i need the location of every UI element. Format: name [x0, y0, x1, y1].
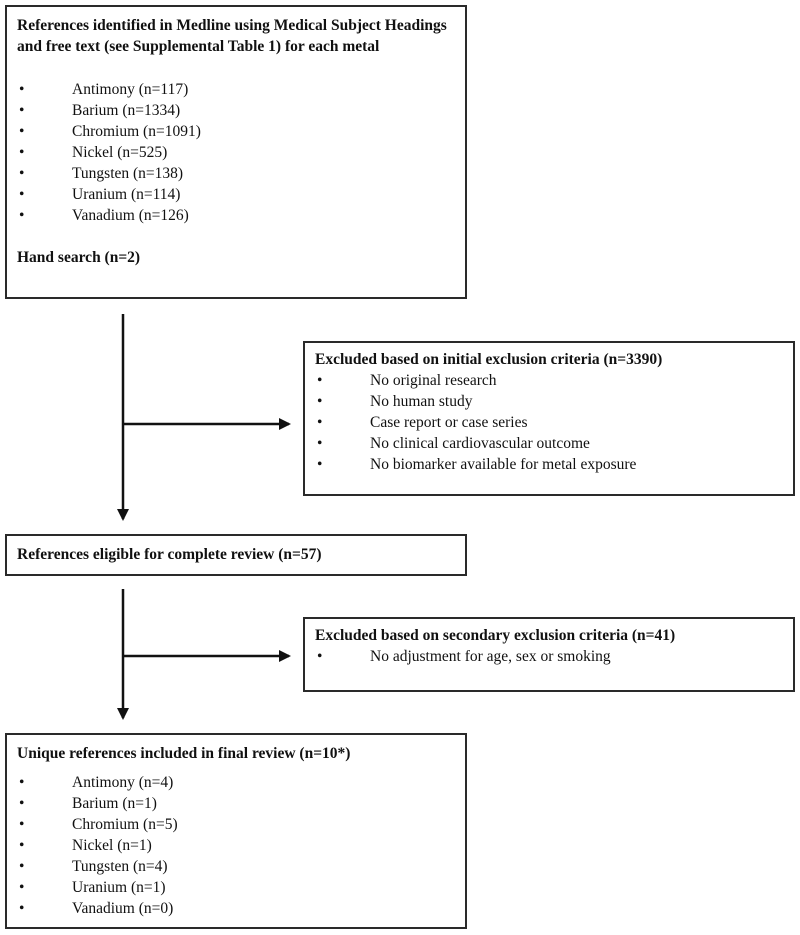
bullet-icon: •	[317, 648, 323, 665]
bullet-icon: •	[19, 900, 25, 917]
list-item: •Antimony (n=4)	[19, 774, 174, 791]
list-item: •Barium (n=1334)	[19, 102, 181, 119]
bullet-icon: •	[19, 816, 25, 833]
bullet-icon: •	[19, 123, 25, 140]
bullet-icon: •	[19, 774, 25, 791]
secondary-exclusion-list: •No adjustment for age, sex or smoking	[315, 646, 783, 667]
list-item: •Tungsten (n=138)	[19, 165, 184, 182]
list-item: •Chromium (n=5)	[19, 816, 178, 833]
bullet-icon: •	[317, 435, 323, 452]
initial-exclusion-title: Excluded based on initial exclusion crit…	[315, 351, 663, 368]
list-item: •Vanadium (n=126)	[19, 207, 189, 224]
list-item: •Uranium (n=1)	[19, 879, 166, 896]
secondary-exclusion-box: Excluded based on secondary exclusion cr…	[303, 617, 795, 692]
final-review-box: Unique references included in final revi…	[5, 733, 467, 929]
final-metal-list: •Antimony (n=4) •Barium (n=1) •Chromium …	[17, 772, 455, 919]
list-item: •Tungsten (n=4)	[19, 858, 168, 875]
bullet-icon: •	[317, 393, 323, 410]
bullet-icon: •	[19, 858, 25, 875]
bullet-icon: •	[19, 207, 25, 224]
list-item: •Antimony (n=117)	[19, 81, 189, 98]
bullet-icon: •	[19, 81, 25, 98]
hand-search-label: Hand search (n=2)	[17, 249, 141, 266]
initial-exclusion-list: •No original research •No human study •C…	[315, 370, 783, 475]
bullet-icon: •	[19, 795, 25, 812]
bullet-icon: •	[19, 102, 25, 119]
eligible-references-box: References eligible for complete review …	[5, 534, 467, 576]
list-item: •Case report or case series	[317, 414, 528, 431]
bullet-icon: •	[19, 165, 25, 182]
list-item: •Nickel (n=525)	[19, 144, 168, 161]
list-item: •No clinical cardiovascular outcome	[317, 435, 590, 452]
secondary-exclusion-title: Excluded based on secondary exclusion cr…	[315, 627, 676, 644]
bullet-icon: •	[19, 837, 25, 854]
final-review-title: Unique references included in final revi…	[17, 745, 351, 762]
initial-exclusion-box: Excluded based on initial exclusion crit…	[303, 341, 795, 496]
eligible-references-title: References eligible for complete review …	[17, 546, 322, 563]
bullet-icon: •	[19, 144, 25, 161]
identified-metal-list: •Antimony (n=117) •Barium (n=1334) •Chro…	[17, 79, 455, 226]
list-item: •Nickel (n=1)	[19, 837, 152, 854]
identified-references-box: References identified in Medline using M…	[5, 5, 467, 299]
list-item: •No adjustment for age, sex or smoking	[317, 648, 611, 665]
bullet-icon: •	[317, 456, 323, 473]
identified-references-title: References identified in Medline using M…	[17, 17, 447, 55]
bullet-icon: •	[317, 372, 323, 389]
list-item: •No human study	[317, 393, 473, 410]
bullet-icon: •	[19, 879, 25, 896]
list-item: •No original research	[317, 372, 497, 389]
list-item: •Barium (n=1)	[19, 795, 157, 812]
bullet-icon: •	[19, 186, 25, 203]
list-item: •No biomarker available for metal exposu…	[317, 456, 637, 473]
list-item: •Uranium (n=114)	[19, 186, 181, 203]
list-item: •Vanadium (n=0)	[19, 900, 174, 917]
bullet-icon: •	[317, 414, 323, 431]
list-item: •Chromium (n=1091)	[19, 123, 201, 140]
